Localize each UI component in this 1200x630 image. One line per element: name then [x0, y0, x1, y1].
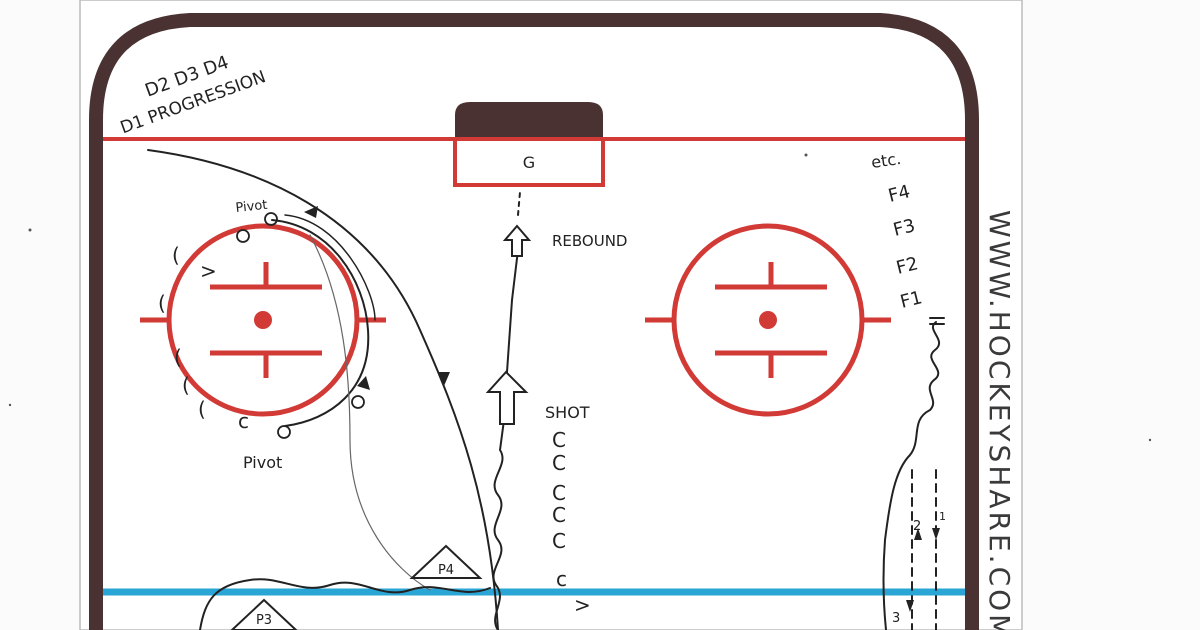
rink-boards	[89, 13, 979, 630]
svg-text:>: >	[200, 259, 217, 283]
goal-crease	[453, 137, 605, 187]
pass-to-net-path	[506, 249, 519, 373]
svg-text:(: (	[198, 397, 206, 421]
right-faceoff-circle	[645, 223, 891, 417]
forward-label-f2: F2	[894, 253, 920, 279]
pivot-loop-path	[271, 219, 370, 427]
d-skating-path	[147, 149, 499, 630]
pivot-label-bottom: Pivot	[243, 453, 282, 472]
stickhandle-path	[492, 419, 505, 630]
svg-text:(: (	[172, 243, 180, 267]
puck-icon	[277, 425, 291, 439]
svg-text:c: c	[556, 567, 567, 591]
forward-label-f4: F4	[886, 181, 912, 207]
scan-specks	[8, 153, 1152, 442]
svg-text:C: C	[552, 481, 566, 505]
goal-net	[455, 102, 603, 139]
svg-text:>: >	[574, 593, 591, 617]
goalie-label: G	[523, 153, 535, 172]
passer-p3: P3	[230, 598, 298, 630]
watermark-text: WWW.HOCKEYSHARE.COM	[983, 210, 1016, 630]
puck-icon	[351, 395, 365, 409]
svg-text:C: C	[552, 451, 566, 475]
puck-icon	[264, 212, 278, 226]
rebound-dash	[517, 191, 521, 216]
left-faceoff-circle	[140, 223, 386, 417]
rebound-arrow-icon	[502, 224, 532, 257]
shot-arrows	[485, 224, 532, 425]
pivot-label-top: Pivot	[235, 198, 268, 216]
skater-marks-center: C C C C C c >	[552, 428, 591, 617]
forward-label-etc: etc.	[870, 149, 902, 172]
svg-text:(: (	[174, 345, 182, 369]
skater-marks-left: ( > ( ( ( ( c	[158, 243, 249, 433]
svg-text:(: (	[158, 291, 166, 315]
forward-label-f1: F1	[898, 287, 924, 313]
pucks	[236, 212, 365, 439]
svg-text:C: C	[552, 529, 566, 553]
lane-number-2: 2	[913, 519, 921, 534]
forward-lane-path	[882, 321, 941, 630]
svg-text:c: c	[238, 409, 249, 433]
arrowheads	[304, 206, 940, 612]
svg-text:C: C	[552, 428, 566, 452]
passer-p4: P4	[409, 544, 483, 579]
svg-text:C: C	[552, 503, 566, 527]
pass-line	[309, 234, 431, 591]
lane-number-3: 3	[892, 611, 900, 626]
passer-label-p3: P3	[256, 613, 272, 628]
shot-arrow-icon	[485, 370, 529, 425]
shot-label: SHOT	[545, 403, 590, 422]
rebound-label: REBOUND	[552, 232, 627, 250]
forward-label-f3: F3	[891, 215, 917, 241]
svg-text:(: (	[182, 373, 190, 397]
lane-number-1: 1	[939, 510, 946, 523]
puck-icon	[236, 229, 250, 243]
passer-label-p4: P4	[438, 563, 454, 578]
lateral-path	[199, 578, 491, 630]
